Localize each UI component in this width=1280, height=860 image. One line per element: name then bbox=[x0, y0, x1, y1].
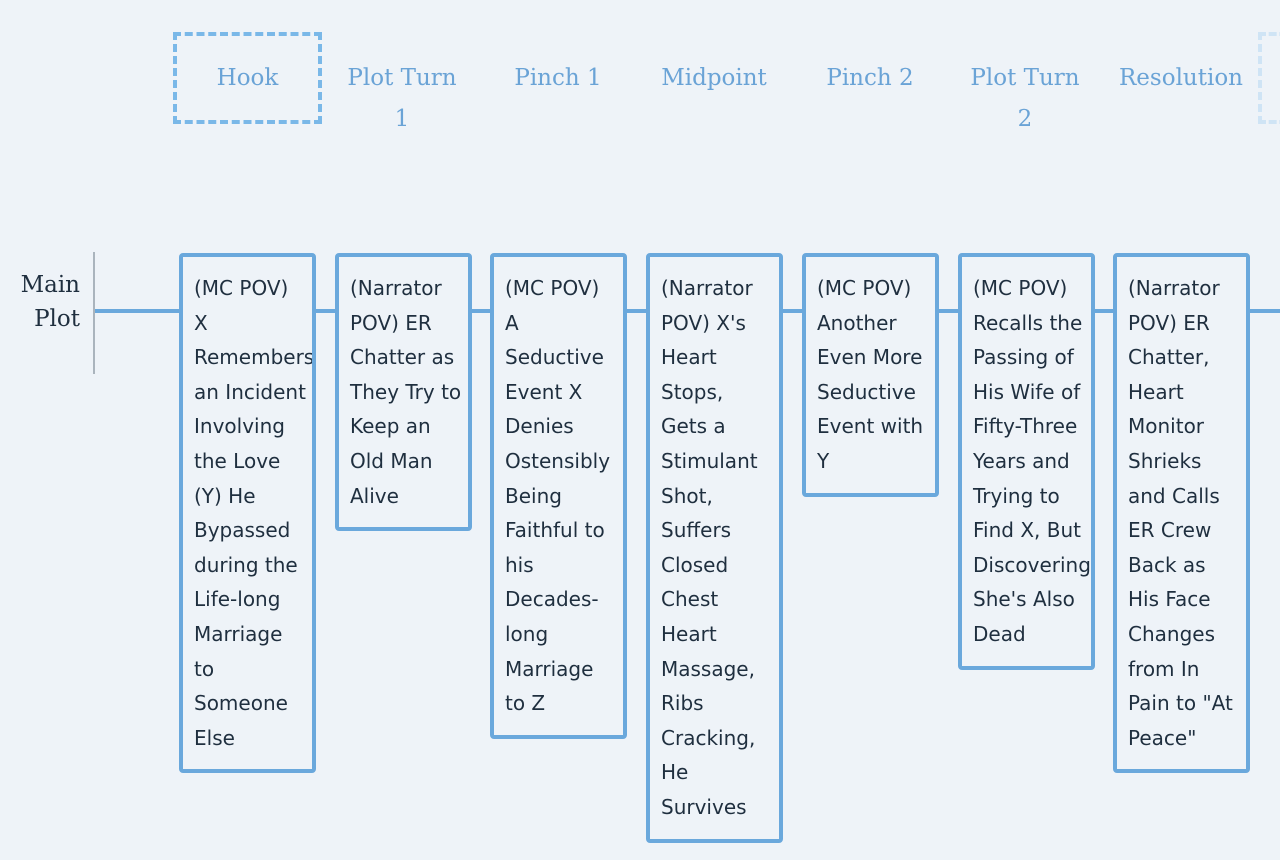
scene-card-pinch-1[interactable]: (MC POV) A Seductive Event X Denies Oste… bbox=[490, 253, 627, 739]
column-header-label: Pinch 1 bbox=[514, 65, 602, 91]
scene-card-resolution[interactable]: (Narrator POV) ER Chatter, Heart Monitor… bbox=[1113, 253, 1250, 774]
column-header-label: Pinch 2 bbox=[826, 65, 914, 91]
column-header-plot-turn-1[interactable]: Plot Turn 1 bbox=[338, 32, 466, 132]
column-header-hook[interactable]: Hook bbox=[173, 32, 322, 124]
column-header-label: Plot Turn 1 bbox=[347, 65, 457, 132]
scene-card-pinch-2[interactable]: (MC POV) Another Even More Seductive Eve… bbox=[802, 253, 939, 497]
column-header-next-placeholder[interactable] bbox=[1258, 32, 1280, 124]
column-header-midpoint[interactable]: Midpoint bbox=[646, 32, 782, 124]
row-divider bbox=[93, 252, 95, 374]
scene-card-plot-turn-2[interactable]: (MC POV) Recalls the Passing of His Wife… bbox=[958, 253, 1095, 670]
scene-card-midpoint[interactable]: (Narrator POV) X's Heart Stops, Gets a S… bbox=[646, 253, 783, 843]
column-header-resolution[interactable]: Resolution bbox=[1114, 32, 1248, 124]
column-header-pinch-1[interactable]: Pinch 1 bbox=[490, 32, 626, 124]
column-header-label: Resolution bbox=[1118, 65, 1243, 91]
column-header-label: Plot Turn 2 bbox=[970, 65, 1080, 132]
column-header-pinch-2[interactable]: Pinch 2 bbox=[802, 32, 938, 124]
column-header-plot-turn-2[interactable]: Plot Turn 2 bbox=[961, 32, 1089, 132]
column-header-label: Hook bbox=[216, 65, 279, 91]
scene-card-plot-turn-1[interactable]: (Narrator POV) ER Chatter as They Try to… bbox=[335, 253, 472, 532]
row-label-main-plot: Main Plot bbox=[20, 272, 80, 332]
column-header-label: Midpoint bbox=[661, 65, 767, 91]
scene-card-hook[interactable]: (MC POV) X Remembers an Incident Involvi… bbox=[179, 253, 316, 774]
